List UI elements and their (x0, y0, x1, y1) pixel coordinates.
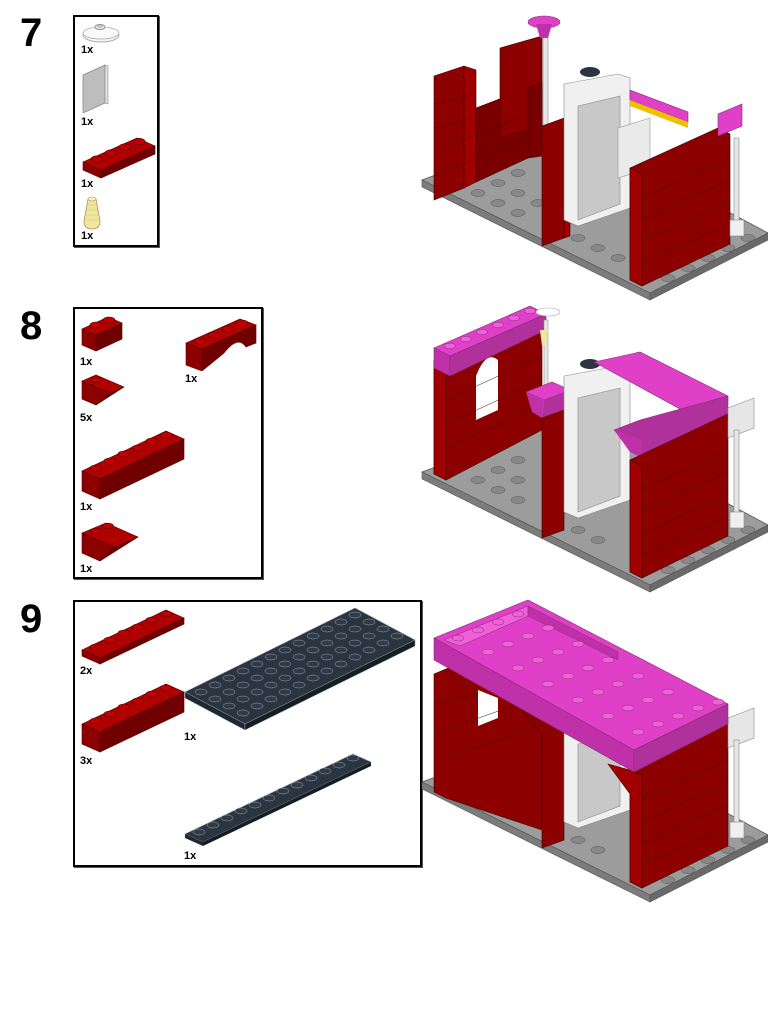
step-number-8: 8 (20, 304, 43, 348)
part-qty: 2x (80, 665, 93, 677)
part-qty: 1x (80, 563, 93, 575)
step-9-model (418, 594, 768, 906)
red-inv-slope-2x3-icon (80, 519, 142, 563)
part-qty: 1x (81, 178, 94, 190)
part-qty: 1x (80, 356, 93, 368)
red-brick-1x6-icon (80, 680, 186, 754)
parts-list-step-8: 1x 1x 5x (73, 307, 263, 579)
red-brick-1x2-icon (80, 313, 126, 353)
part-qty: 1x (185, 373, 198, 385)
step-number-9: 9 (20, 597, 43, 641)
part-qty: 1x (184, 731, 197, 743)
parts-list-step-7: 1x 1x 1x (73, 15, 159, 247)
red-plate-1x6-icon (80, 606, 186, 666)
gray-panel-icon (81, 63, 111, 113)
red-inv-slope-icon (80, 371, 126, 407)
slate-plate-1x12-icon (183, 748, 377, 846)
part-qty: 1x (81, 44, 94, 56)
part-qty: 1x (81, 116, 94, 128)
lamp-cone-icon (81, 195, 103, 231)
step-number-7: 7 (20, 11, 43, 55)
step-7-model (418, 8, 768, 303)
step-8-model (418, 300, 768, 595)
red-brick-1x6-icon (80, 427, 186, 501)
part-qty: 3x (80, 755, 93, 767)
part-qty: 1x (184, 850, 197, 862)
red-arch-1x4-icon (184, 313, 260, 371)
red-plate-1x4-icon (81, 134, 157, 180)
slate-plate-6x12-icon (183, 606, 419, 730)
white-dish-icon (81, 21, 123, 45)
parts-list-step-9: 2x 3x (73, 600, 422, 867)
part-qty: 5x (80, 412, 93, 424)
part-qty: 1x (80, 501, 93, 513)
part-qty: 1x (81, 230, 94, 242)
